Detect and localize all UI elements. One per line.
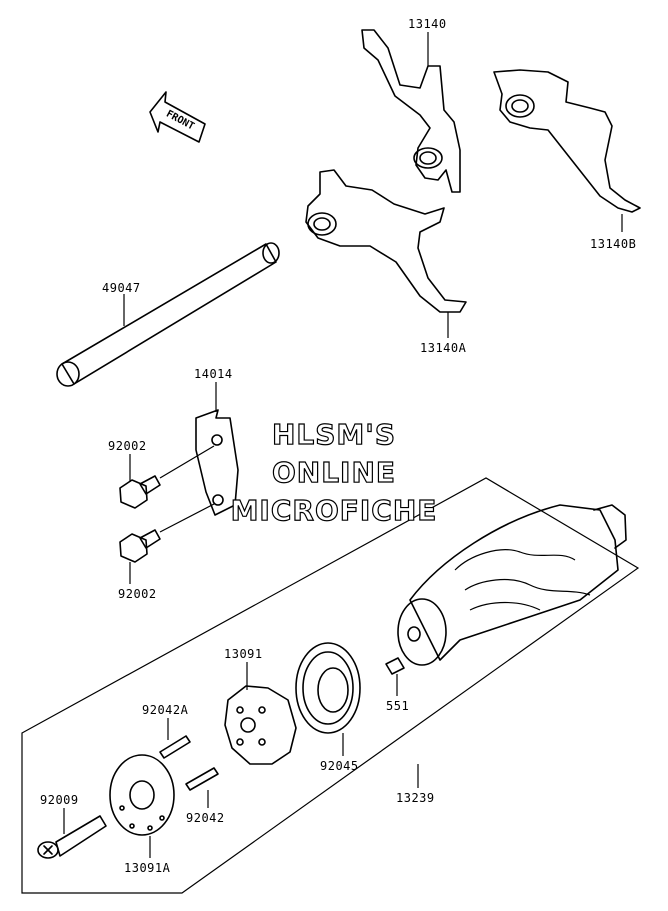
label-92009: 92009: [40, 793, 79, 807]
label-49047: 49047: [102, 281, 141, 295]
shift-fork-13140A: [305, 169, 467, 313]
label-92042: 92042: [186, 811, 225, 825]
plate-14014: [195, 409, 239, 516]
label-13140A: 13140A: [420, 341, 467, 355]
shift-fork-13140: [361, 29, 461, 193]
bolt-92002-bottom: [119, 503, 215, 563]
screw-92009: [37, 815, 107, 859]
shift-fork-13140B: [493, 69, 641, 213]
shift-drum-13239: [397, 504, 627, 666]
label-92042A: 92042A: [142, 703, 189, 717]
label-13140B: 13140B: [590, 237, 636, 251]
assembly-outline: [21, 477, 640, 894]
watermark: HLSM'S ONLINE MICROFICHE: [230, 417, 438, 527]
pin-551: [385, 657, 405, 675]
watermark-line-3: MICROFICHE: [231, 494, 438, 527]
front-arrow-label: FRONT: [164, 109, 196, 133]
pin-plate-13091A: [109, 754, 175, 836]
watermark-line-2: ONLINE: [272, 456, 396, 489]
label-92002-bottom: 92002: [118, 587, 157, 601]
label-551: 551: [386, 699, 409, 713]
shift-shaft-49047: [56, 242, 280, 387]
pin-92042: [185, 767, 219, 791]
label-92002-top: 92002: [108, 439, 147, 453]
watermark-line-1: HLSM'S: [272, 418, 396, 451]
label-13140: 13140: [408, 17, 447, 31]
label-13239: 13239: [396, 791, 435, 805]
label-92045: 92045: [320, 759, 359, 773]
pin-92042A: [159, 735, 191, 759]
label-14014: 14014: [194, 367, 233, 381]
label-13091: 13091: [224, 647, 263, 661]
drum-cam-13091: [224, 685, 297, 765]
bolt-92002-top: [119, 445, 215, 509]
label-13091A: 13091A: [124, 861, 171, 875]
front-arrow-icon: FRONT: [149, 91, 206, 143]
bearing-92045: [295, 642, 361, 734]
